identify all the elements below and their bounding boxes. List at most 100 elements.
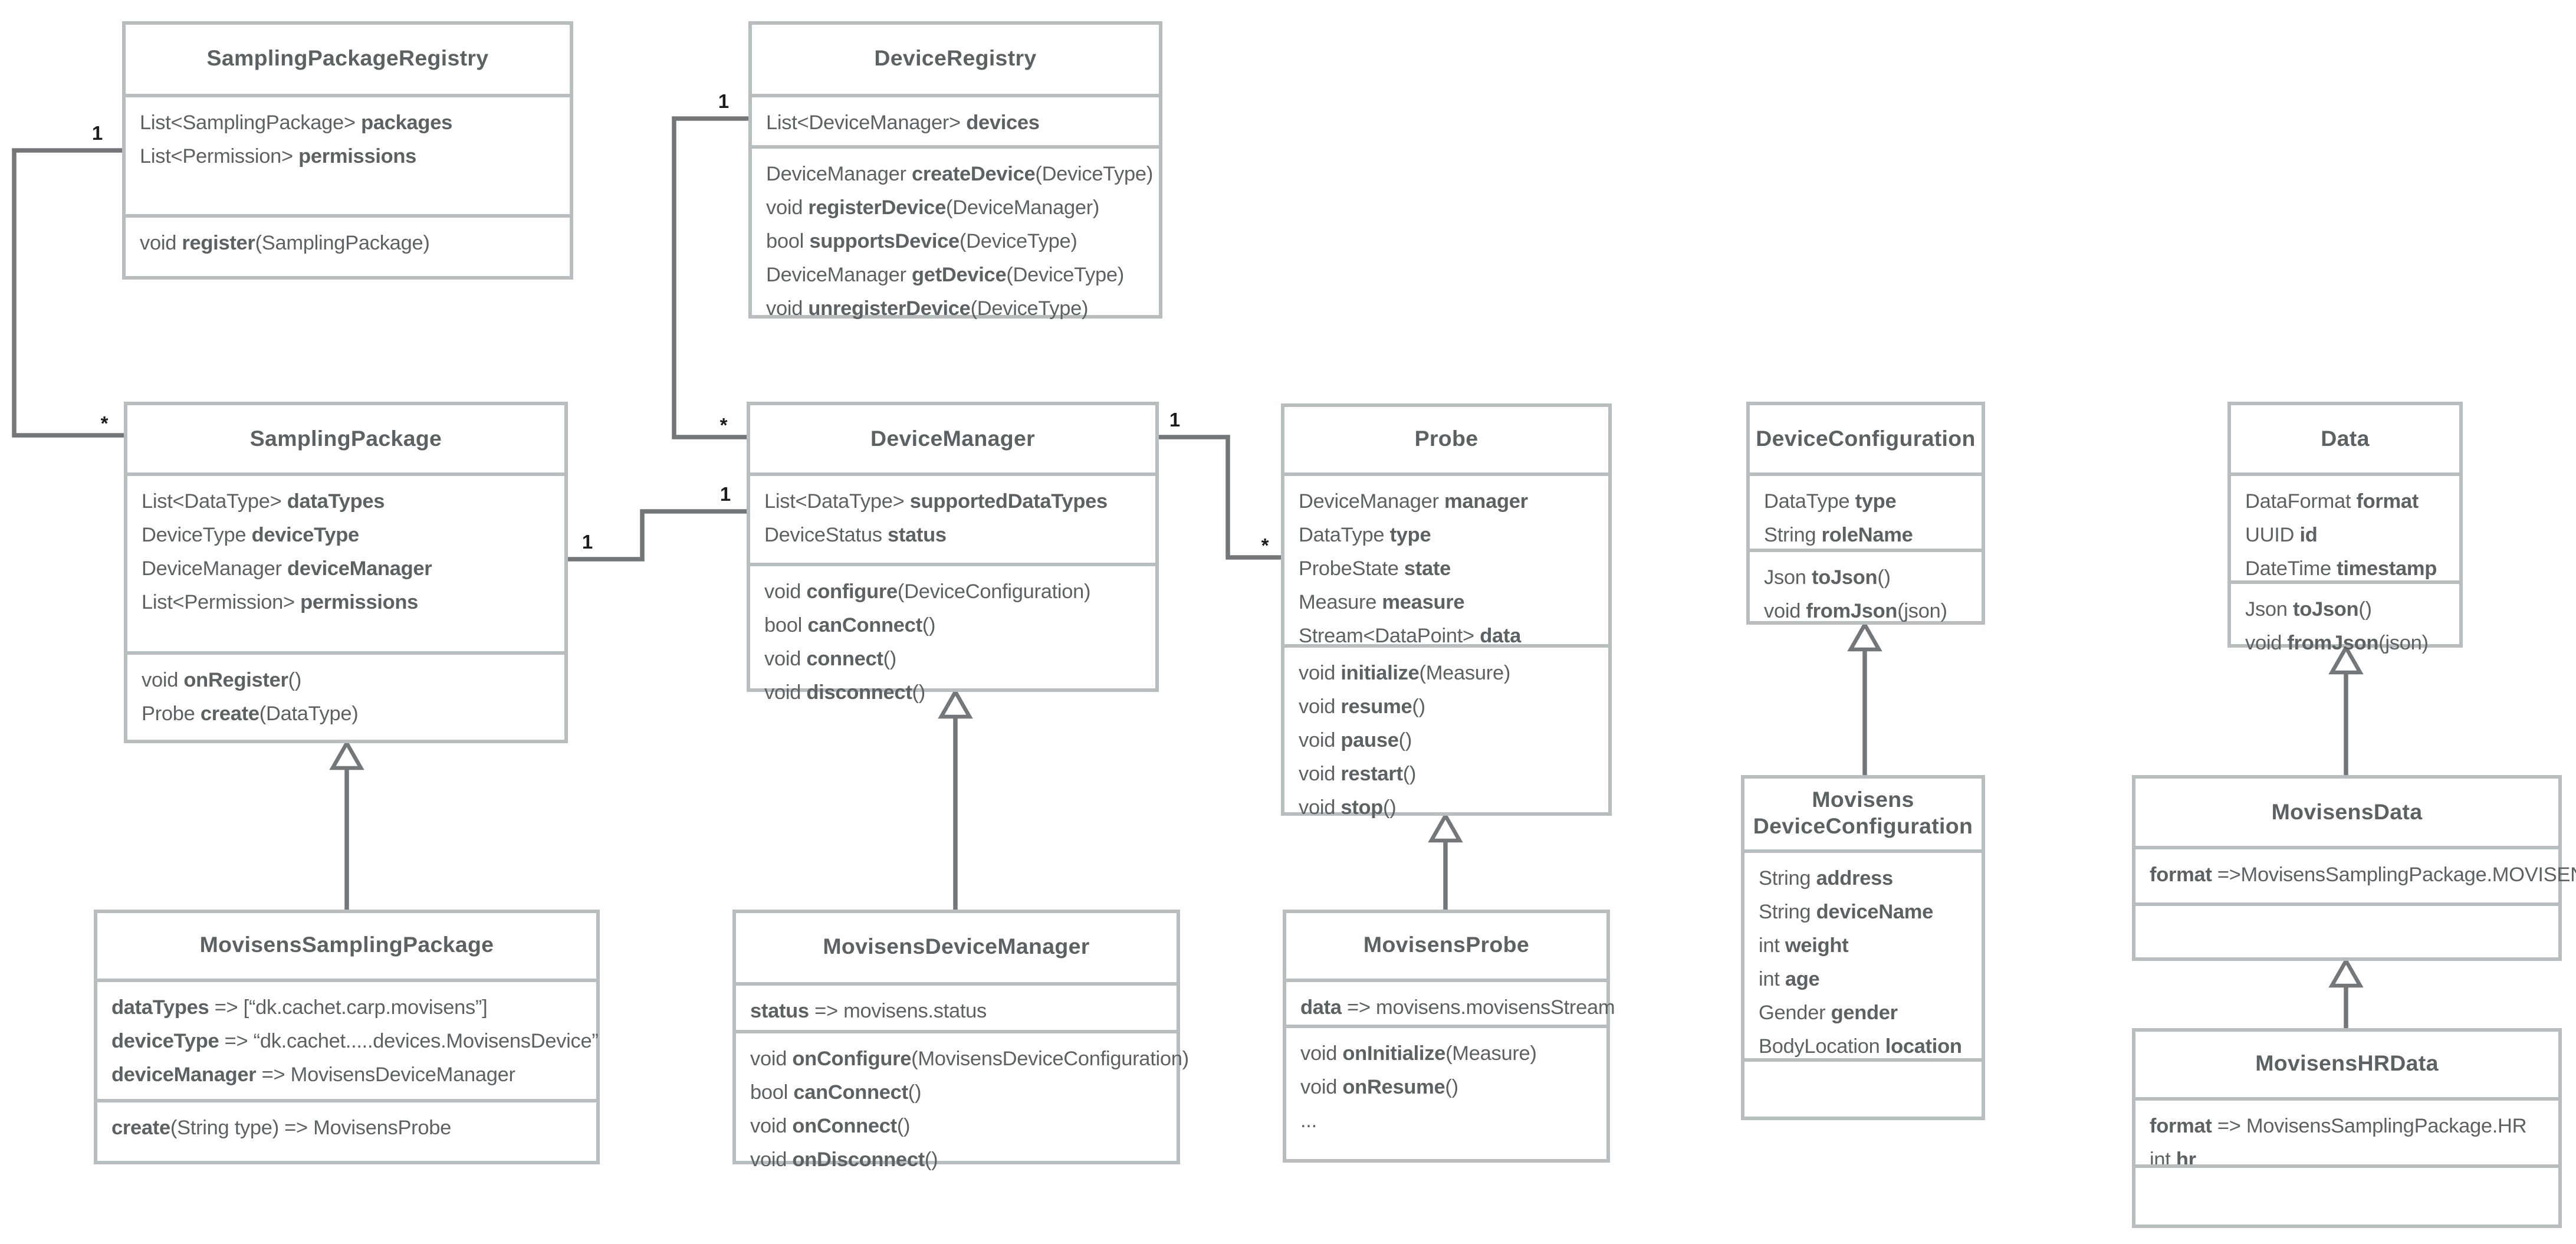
method-line: void initialize(Measure): [1299, 664, 1511, 685]
method-line: bool supportsDevice(DeviceType): [766, 232, 1077, 253]
method-line: void unregisterDevice(DeviceType): [766, 299, 1089, 320]
method-line: void onResume(): [1300, 1078, 1458, 1099]
methods-compartment: void onConfigure(MovisensDeviceConfigura…: [736, 1030, 1189, 1179]
attribute-line: status => movisens.status: [750, 1002, 987, 1023]
multiplicity-label: 1: [91, 124, 103, 145]
method-line: void stop(): [1299, 798, 1397, 819]
method-line: void registerDevice(DeviceManager): [766, 198, 1100, 219]
method-line: ...: [1300, 1111, 1317, 1133]
methods-compartment: [1744, 1058, 1982, 1117]
method-line: Probe create(DataType): [142, 704, 359, 726]
attribute-line: List<DeviceManager> devices: [766, 113, 1040, 134]
class-title: DeviceManager: [870, 425, 1035, 451]
attribute-line: data => movisens.movisensStream: [1300, 998, 1615, 1019]
attribute-line: List<DataType> dataTypes: [142, 492, 385, 513]
methods-compartment: create(String type) => MovisensProbe: [97, 1099, 596, 1161]
methods-compartment: DeviceManager createDevice(DeviceType) vo…: [752, 145, 1159, 327]
attributes-compartment: data => movisens.movisensStream: [1286, 979, 1615, 1025]
attribute-line: List<DataType> supportedDataTypes: [764, 492, 1108, 513]
inheritance-triangle-icon: [2328, 957, 2364, 988]
methods-compartment: [2135, 902, 2558, 957]
class-title: MovisensData: [2271, 799, 2423, 824]
method-line: DeviceManager getDevice(DeviceType): [766, 265, 1124, 287]
methods-compartment: void onInitialize(Measure) void onResume(…: [1286, 1025, 1606, 1159]
attributes-compartment: format => MovisensSamplingPackage.HR int …: [2135, 1097, 2558, 1171]
multiplicity-label: 1: [719, 485, 731, 506]
method-line: DeviceManager createDevice(DeviceType): [766, 165, 1154, 186]
class-title: DeviceConfiguration: [1756, 425, 1976, 451]
attribute-line: dataTypes => [“dk.cachet.carp.movisens”]: [111, 998, 488, 1019]
association-line-sampling-package-to-device-manager: [568, 509, 747, 562]
attributes-compartment: List<DeviceManager> devices: [752, 94, 1159, 145]
methods-compartment: void initialize(Measure) void resume() voi…: [1284, 644, 1608, 826]
method-line: create(String type) => MovisensProbe: [111, 1118, 452, 1140]
attribute-line: format =>MovisensSamplingPackage.MOVISEN…: [2150, 865, 2576, 887]
class-title: MovisensDeviceManager: [823, 934, 1090, 959]
attribute-line: deviceManager => MovisensDeviceManager: [111, 1065, 515, 1087]
multiplicity-label: 1: [581, 533, 593, 554]
attribute-line: List<Permission> permissions: [142, 593, 419, 614]
class-title: MovisensSamplingPackage: [199, 933, 494, 957]
attribute-line: DeviceManager manager: [1299, 492, 1528, 513]
method-line: void onDisconnect(): [750, 1150, 938, 1171]
class-title: SamplingPackageRegistry: [206, 46, 489, 71]
methods-compartment: [2135, 1164, 2558, 1225]
attribute-line: int weight: [1759, 936, 1849, 957]
method-line: bool canConnect(): [750, 1083, 922, 1104]
attribute-line: format => MovisensSamplingPackage.HR: [2150, 1117, 2527, 1138]
method-line: void resume(): [1299, 697, 1425, 718]
method-line: void fromJson(json): [1764, 602, 1947, 623]
attributes-compartment: dataTypes => [“dk.cachet.carp.movisens”]…: [97, 979, 599, 1099]
attribute-line: DataType type: [1764, 492, 1897, 513]
method-line: bool canConnect(): [764, 616, 936, 637]
attribute-line: String roleName: [1764, 526, 1913, 547]
multiplicity-label: *: [719, 416, 728, 437]
class-movisens-device-manager: MovisensDeviceManager status => movisens.…: [732, 910, 1189, 1171]
methods-compartment: Json toJson()void fromJson(json): [1750, 549, 1982, 630]
method-line: void disconnect(): [764, 683, 925, 704]
method-line: void onInitialize(Measure): [1300, 1044, 1537, 1065]
methods-compartment: Json toJson()void fromJson(json): [2231, 580, 2459, 662]
association-line-device-registry-to-device-manager: [672, 116, 748, 439]
method-line: void configure(DeviceConfiguration): [764, 582, 1091, 603]
class-title: MovisensHRData: [2255, 1051, 2439, 1076]
class-movisens-hr-data: MovisensHRData format => MovisensSampling…: [2132, 1028, 2562, 1228]
methods-compartment: void register(SamplingPackage): [126, 214, 570, 276]
attribute-line: UUID id: [2245, 526, 2318, 547]
attribute-line: List<SamplingPackage> packages: [140, 113, 452, 134]
attribute-line: String deviceName: [1759, 902, 1934, 924]
attribute-line: ProbeState state: [1299, 559, 1451, 580]
attribute-line: String address: [1759, 869, 1893, 890]
attribute-line: int age: [1759, 970, 1820, 991]
class-title: Data: [2321, 425, 2370, 451]
attribute-line: DataFormat format: [2245, 492, 2419, 513]
method-line: void register(SamplingPackage): [140, 234, 430, 255]
attribute-line: DeviceStatus status: [764, 526, 947, 547]
multiplicity-label: *: [100, 414, 109, 435]
class-title: SamplingPackage: [249, 425, 442, 451]
attribute-line: BodyLocation location: [1759, 1037, 1962, 1058]
method-line: void onConnect(): [750, 1117, 911, 1138]
attribute-line: Gender gender: [1759, 1003, 1898, 1025]
attribute-line: List<Permission> permissions: [140, 147, 417, 168]
attributes-compartment: format =>MovisensSamplingPackage.MOVISEN…: [2135, 846, 2576, 902]
class-movisens-sampling-package: MovisensSamplingPackage dataTypes => [“dk…: [94, 910, 600, 1164]
attribute-line: DeviceManager deviceManager: [142, 559, 432, 580]
attribute-line: DateTime timestamp: [2245, 559, 2437, 580]
association-line-registry-to-sampling-package: [12, 148, 124, 438]
attribute-line: int hr: [2150, 1150, 2196, 1171]
methods-compartment: void onRegister()Probe create(DataType): [127, 651, 564, 740]
